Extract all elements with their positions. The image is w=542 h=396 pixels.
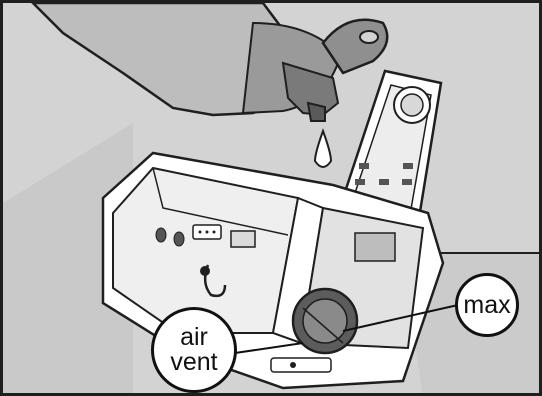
max-level-callout: max xyxy=(455,273,519,337)
dishwasher-detergent-illustration xyxy=(3,3,542,396)
air-vent-label-line1: air xyxy=(180,325,208,350)
air-vent-callout: air vent xyxy=(151,307,237,393)
bottle-nozzle xyxy=(308,103,325,121)
max-label: max xyxy=(463,291,510,320)
air-vent-label-line2: vent xyxy=(170,350,217,375)
